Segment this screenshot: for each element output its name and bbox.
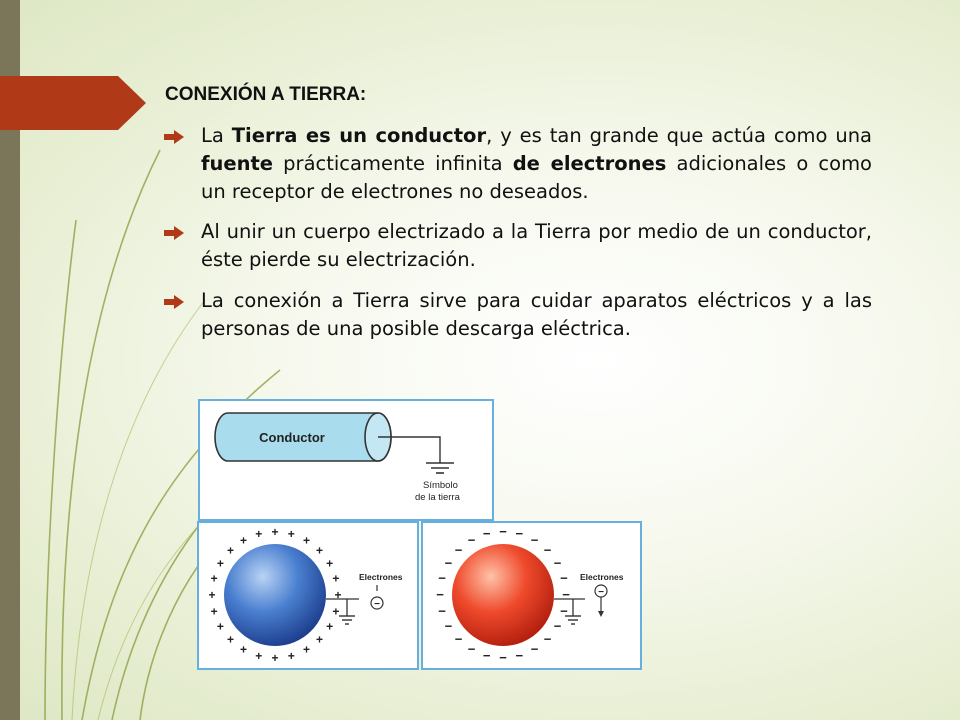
title-banner-arrow [0, 76, 146, 130]
charge-sign: − [544, 543, 552, 558]
charge-sign: − [483, 648, 491, 663]
positive-sphere-diagram: ++++++++++++++++++++++++ Electrones − [197, 521, 419, 670]
ground-symbol-icon [565, 615, 581, 625]
charge-sign: + [303, 533, 310, 547]
charge-sign: + [271, 525, 278, 539]
ground-wire [378, 436, 441, 463]
charge-sign: − [516, 648, 524, 663]
conductor-ground-diagram: Conductor Símbolo de la tierra [198, 399, 494, 521]
charge-sign: + [211, 604, 218, 618]
charge-sign: − [554, 619, 562, 634]
charge-sign: + [271, 651, 278, 665]
charge-sign: + [332, 604, 339, 618]
charge-sign: − [445, 619, 453, 634]
ground-symbol-icon [339, 615, 355, 625]
charge-sign: − [483, 526, 491, 541]
charge-sign: − [499, 524, 507, 539]
arrow-bullet-icon [164, 130, 184, 144]
charge-sign: + [227, 633, 234, 647]
charge-sign: − [438, 603, 446, 618]
blue-sphere [224, 544, 326, 646]
bullet-item: La Tierra es un conductor, y es tan gran… [162, 122, 872, 206]
bullet-item: La conexión a Tierra sirve para cuidar a… [162, 287, 872, 343]
electron-sign: − [374, 599, 380, 610]
charge-sign: + [288, 649, 295, 663]
charge-sign: − [554, 556, 562, 571]
electron-arrow-icon [598, 611, 604, 617]
charge-sign: + [217, 620, 224, 634]
charge-sign: + [316, 633, 323, 647]
bullet-list: La Tierra es un conductor, y es tan gran… [162, 122, 872, 355]
charge-sign: − [436, 587, 444, 602]
negative-charge-ring: −−−−−−−−−−−−−−−−−−−−−−−− [436, 524, 570, 665]
charge-sign: + [316, 544, 323, 558]
conductor-ground-figure: Conductor Símbolo de la tierra [214, 412, 461, 503]
charge-sign: + [334, 588, 341, 602]
charge-sign: − [468, 532, 476, 547]
positive-charge-ring: ++++++++++++++++++++++++ [208, 525, 341, 665]
charge-sign: + [240, 533, 247, 547]
charge-sign: + [255, 649, 262, 663]
charge-sign: + [288, 527, 295, 541]
negative-sphere-figure: −−−−−−−−−−−−−−−−−−−−−−−− Electrones − [436, 524, 624, 665]
conductor-label: Conductor [259, 430, 325, 445]
bullet-text: La Tierra es un conductor, y es tan gran… [201, 124, 873, 203]
red-sphere [452, 544, 554, 646]
charge-sign: + [211, 572, 218, 586]
charge-sign: − [455, 632, 463, 647]
charge-sign: + [303, 643, 310, 657]
charge-sign: + [217, 557, 224, 571]
electrons-label: Electrones [359, 572, 403, 582]
ground-symbol-icon [426, 462, 454, 474]
charge-sign: − [544, 632, 552, 647]
electron-sign: − [598, 587, 604, 598]
charge-sign: − [560, 603, 568, 618]
slide-title: CONEXIÓN A TIERRA: [165, 84, 367, 105]
negative-sphere-diagram: −−−−−−−−−−−−−−−−−−−−−−−− Electrones − [421, 521, 642, 670]
charge-sign: − [560, 571, 568, 586]
charge-sign: − [438, 571, 446, 586]
charge-sign: − [516, 526, 524, 541]
left-sidebar-bar [0, 0, 20, 720]
charge-sign: − [468, 642, 476, 657]
ground-label-line2: de la tierra [415, 492, 461, 503]
charge-sign: + [326, 620, 333, 634]
charge-sign: + [208, 588, 215, 602]
charge-sign: − [455, 543, 463, 558]
charge-sign: − [499, 650, 507, 665]
electrons-label: Electrones [580, 572, 624, 582]
charge-sign: − [445, 556, 453, 571]
bullet-item: Al unir un cuerpo electrizado a la Tierr… [162, 218, 872, 274]
charge-sign: − [531, 642, 539, 657]
charge-sign: + [326, 557, 333, 571]
bullet-text: Al unir un cuerpo electrizado a la Tierr… [201, 220, 872, 271]
ground-label-line1: Símbolo [423, 480, 458, 491]
charge-sign: − [531, 532, 539, 547]
charge-sign: − [562, 587, 570, 602]
charge-sign: + [240, 643, 247, 657]
arrow-bullet-icon [164, 295, 184, 309]
charge-sign: + [227, 544, 234, 558]
bullet-text: La conexión a Tierra sirve para cuidar a… [201, 289, 872, 340]
arrow-bullet-icon [164, 226, 184, 240]
positive-sphere-figure: ++++++++++++++++++++++++ Electrones − [208, 525, 403, 665]
charge-sign: + [255, 527, 262, 541]
charge-sign: + [332, 572, 339, 586]
electron-icon [370, 596, 384, 610]
